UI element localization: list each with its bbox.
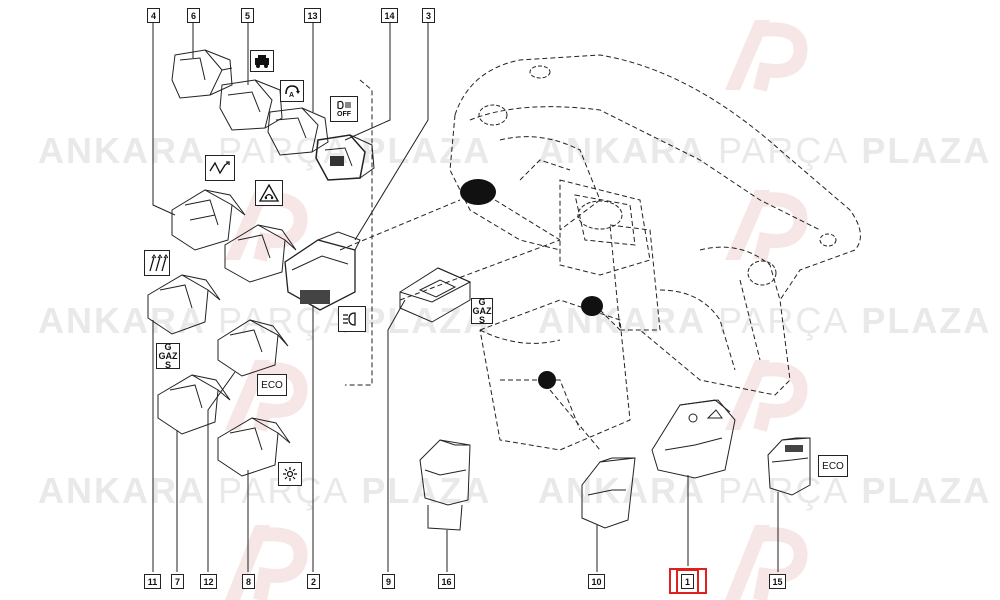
gaz-label-top: G: [478, 296, 486, 307]
svg-text:A: A: [289, 92, 294, 99]
part-16-drawing: [419, 439, 471, 531]
part-12-drawing: [217, 319, 289, 377]
hill-descent-icon-box: [255, 180, 283, 206]
hill-descent-icon: [258, 183, 280, 202]
part-2-drawing: [284, 231, 361, 311]
eco-label-box-left: ECO: [257, 374, 287, 396]
watermark-text: PLAZA: [861, 470, 992, 511]
gaz-label-middle: GAZ: [158, 350, 178, 361]
car-icon: [255, 55, 269, 68]
callout-14: 14: [381, 8, 398, 23]
fan-icon: [283, 467, 297, 481]
watermark-text: PLAZA: [361, 300, 492, 341]
headlight-icon: [337, 100, 351, 109]
fog-light-icon-box: [338, 306, 366, 332]
part-14-drawing: [315, 134, 375, 181]
callout-12: 12: [200, 574, 217, 589]
watermark-text: ANKARA: [38, 470, 206, 511]
eco-label: ECO: [822, 460, 844, 472]
watermark-text: PARÇA: [718, 130, 850, 171]
eco-label: ECO: [261, 379, 283, 391]
callout-11: 11: [144, 574, 161, 589]
part-3-drawing: [224, 224, 297, 283]
heater-arrows-icon: [149, 254, 168, 272]
gaz-label-top: G: [164, 341, 172, 352]
auto-circulation-icon: A: [285, 85, 300, 99]
part-15-drawing: [767, 437, 811, 496]
callout-8: 8: [242, 574, 255, 589]
watermark-row-1-right: ANKARA PARÇA PLAZA: [538, 130, 991, 172]
fan-icon-box: [278, 462, 302, 486]
gaz-icon-box-left: G GAZ S: [156, 341, 180, 370]
callout-3: 3: [422, 8, 435, 23]
callout-10: 10: [588, 574, 605, 589]
callout-6: 6: [187, 8, 200, 23]
part-13-drawing: [267, 107, 329, 156]
callout-1-highlight-frame: [669, 568, 707, 594]
callout-1: 1: [676, 569, 699, 594]
lane-icon-box: [205, 155, 235, 181]
gaz-label-bottom: S: [478, 314, 485, 325]
watermark-text: PLAZA: [861, 300, 992, 341]
watermark-logo-icon: [725, 360, 808, 432]
callout-2: 2: [307, 574, 320, 589]
gaz-label-middle: GAZ: [472, 305, 492, 316]
gaz-label-bottom: S: [164, 359, 171, 370]
watermark-text: ANKARA: [38, 300, 206, 341]
watermark-text: PLAZA: [861, 130, 992, 171]
part-4-drawing: [171, 189, 246, 251]
gaz-icon-box-center: G GAZ S: [471, 296, 493, 325]
part-9-drawing: [399, 267, 472, 323]
light-off-icon-box: OFF: [330, 96, 358, 122]
watermark-text: ANKARA: [538, 130, 706, 171]
fog-light-icon: [343, 312, 356, 326]
callout-16: 16: [438, 574, 455, 589]
watermark-text: PLAZA: [361, 130, 492, 171]
dashboard-outline: [449, 54, 861, 451]
watermark-text: ANKARA: [38, 130, 206, 171]
part-5-drawing: [219, 79, 283, 131]
callout-13: 13: [304, 8, 321, 23]
callout-15: 15: [769, 574, 786, 589]
callout-7: 7: [171, 574, 184, 589]
heated-screen-icon-box: [144, 250, 170, 276]
callout-9: 9: [382, 574, 395, 589]
auto-ac-icon-box: A: [280, 80, 304, 102]
leader-lines: [152, 22, 779, 572]
watermark-logo-icon: [725, 20, 808, 92]
eco-label-box-right: ECO: [818, 455, 848, 477]
off-label: OFF: [337, 110, 351, 118]
part-1-drawing: [651, 399, 736, 479]
part-8-drawing: [217, 417, 291, 477]
slope-icon: [209, 161, 230, 175]
watermark-row-1-left: ANKARA PARÇA PLAZA: [38, 130, 491, 172]
part-10-drawing: [581, 457, 636, 529]
part-6-drawing: [171, 49, 233, 99]
watermark-logo-icon: [725, 190, 808, 262]
watermark-text: PARÇA: [218, 130, 350, 171]
callout-4: 4: [147, 8, 160, 23]
part-11-drawing: [147, 274, 221, 335]
callout-5: 5: [241, 8, 254, 23]
part-7-drawing: [157, 374, 231, 435]
car-icon-box: [250, 50, 274, 72]
